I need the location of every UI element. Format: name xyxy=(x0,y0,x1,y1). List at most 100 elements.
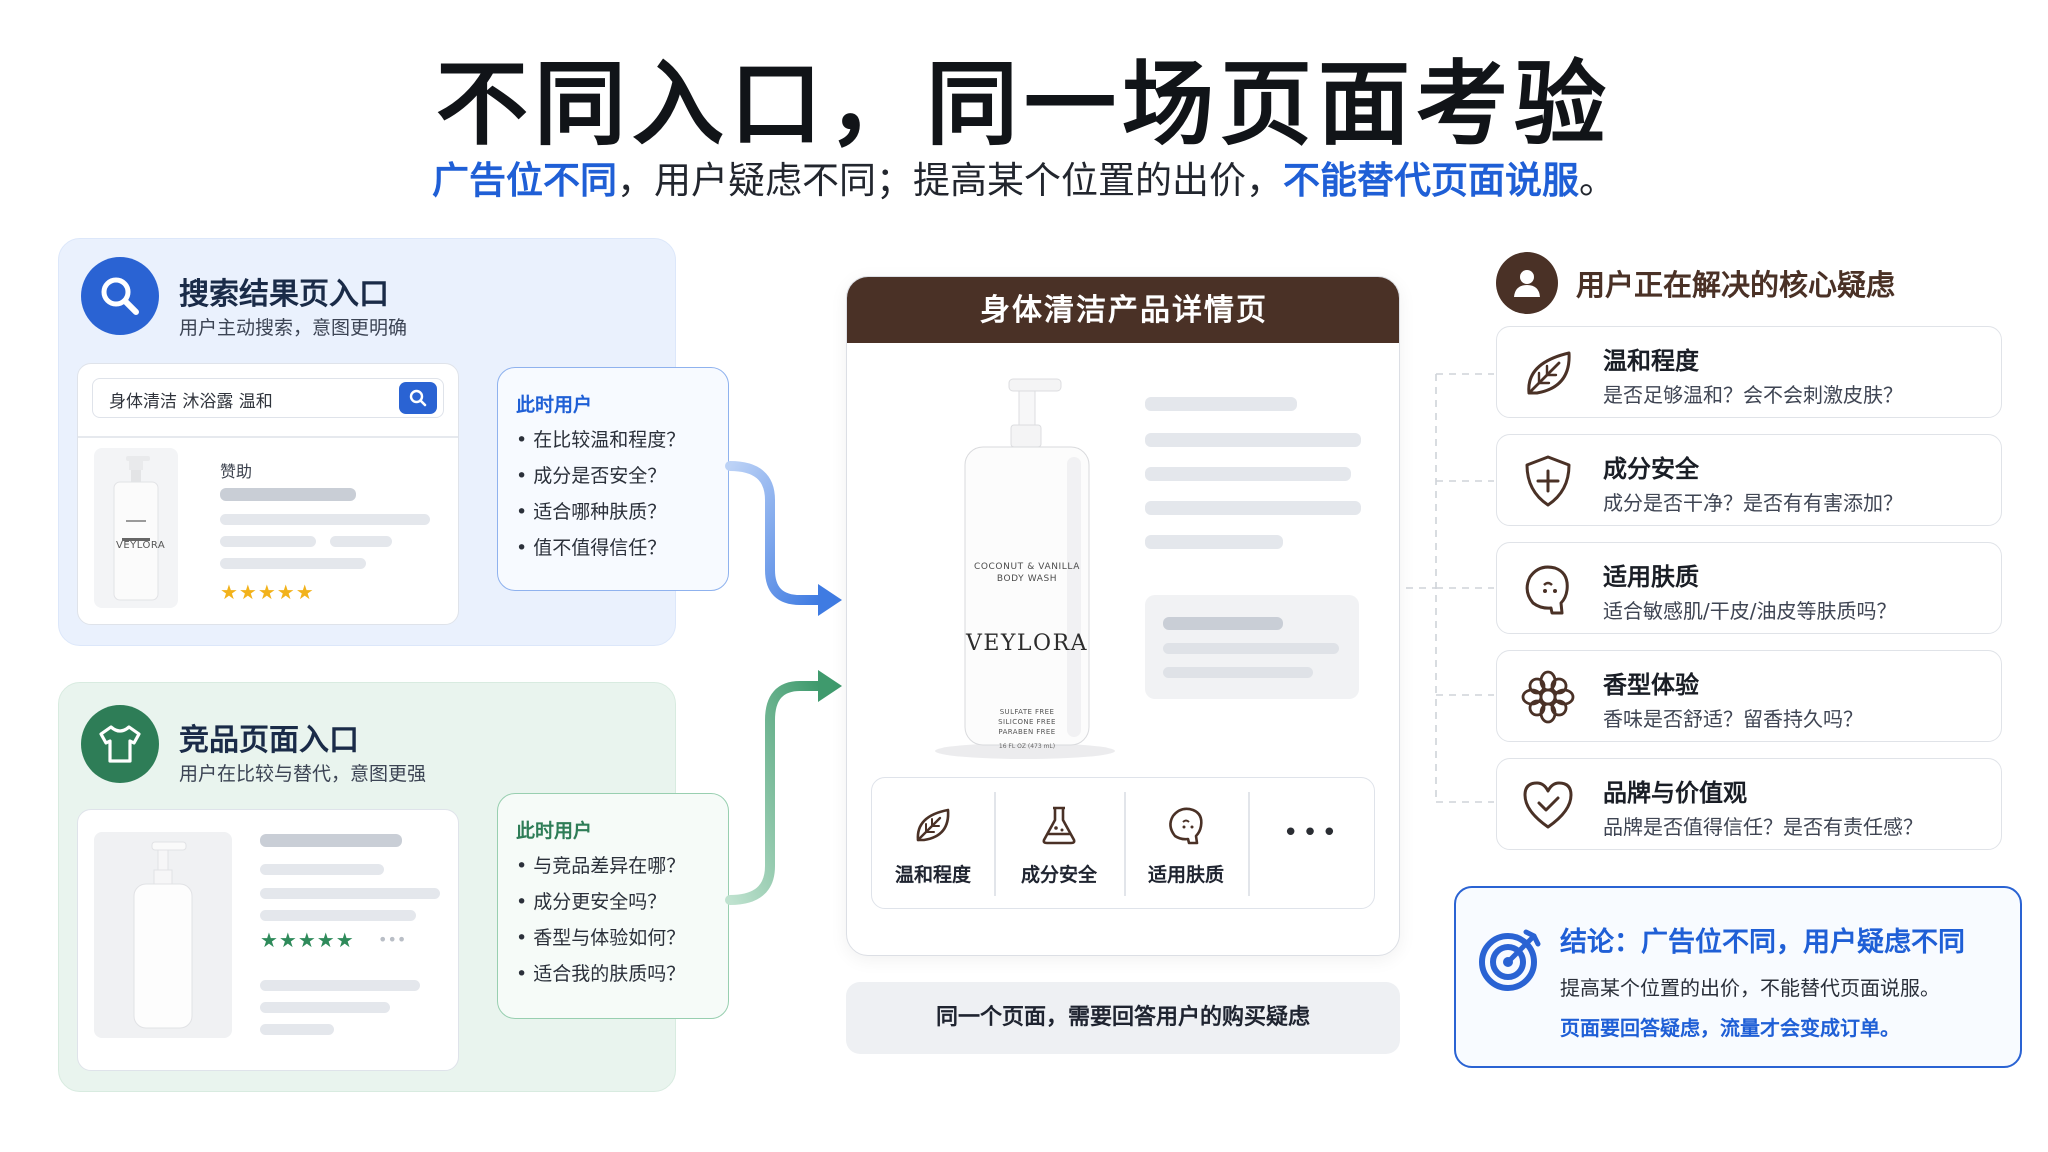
placeholder-line xyxy=(1163,617,1283,630)
concern-desc: 香味是否舒适？留香持久吗？ xyxy=(1603,707,1863,731)
center-caption: 同一个页面，需要回答用户的购买疑虑 xyxy=(846,982,1400,1054)
dashed-connectors xyxy=(1406,373,1494,803)
concerns-title: 用户正在解决的核心疑虑 xyxy=(1576,268,1896,302)
search-icon xyxy=(81,257,159,335)
concern-desc: 是否足够温和？会不会刺激皮肤？ xyxy=(1603,383,1903,407)
face-icon xyxy=(1169,807,1203,844)
bottle-free-2: SILICONE FREE xyxy=(998,718,1056,726)
placeholder-line xyxy=(260,888,440,899)
heart-icon xyxy=(1517,775,1579,835)
placeholder-line xyxy=(1145,433,1361,447)
shield-icon xyxy=(1517,451,1579,511)
user-icon xyxy=(1496,252,1558,314)
product-bottle[interactable]: COCONUT & VANILLA BODY WASH VEYLORA SULF… xyxy=(907,373,1137,763)
placeholder-line xyxy=(220,558,366,569)
search-entry-desc: 用户主动搜索，意图更明确 xyxy=(179,317,408,339)
bottle-free-1: SULFATE FREE xyxy=(999,708,1055,716)
placeholder-line xyxy=(220,488,356,501)
face-icon xyxy=(1517,559,1579,619)
note-title: 此时用户 xyxy=(516,820,593,842)
leaf-icon xyxy=(1517,343,1579,403)
feature-label: 温和程度 xyxy=(894,863,971,886)
placeholder-line xyxy=(1163,643,1339,654)
placeholder-line xyxy=(220,514,430,525)
search-button-icon xyxy=(409,389,427,407)
concern-title: 品牌与价值观 xyxy=(1603,779,1747,807)
blue-arrowhead xyxy=(818,584,842,616)
more-dots: ••• xyxy=(378,930,407,949)
more-icon: ••• xyxy=(1282,818,1341,848)
placeholder-line xyxy=(260,910,416,921)
concern-fragrance: 香型体验 香味是否舒适？留香持久吗？ xyxy=(1496,650,2002,742)
placeholder-line xyxy=(260,864,384,875)
placeholder-line xyxy=(1145,535,1283,549)
placeholder-line xyxy=(260,980,420,991)
concern-title: 温和程度 xyxy=(1603,347,1699,375)
placeholder-line xyxy=(260,834,402,847)
page-subtitle: 广告位不同，用户疑虑不同；提高某个位置的出价，不能替代页面说服。 xyxy=(0,150,2048,204)
placeholder-line xyxy=(260,1002,390,1013)
note-item: • 适合我的肤质吗？ xyxy=(516,963,686,985)
target-icon xyxy=(1476,926,1544,994)
feature-strip: 温和程度 成分安全 适用肤质 ••• xyxy=(871,777,1375,909)
concern-title: 成分安全 xyxy=(1603,455,1699,483)
blue-arrow-path xyxy=(725,461,825,605)
note-list: • 与竞品差异在哪？ • 成分更安全吗？ • 香型与体验如何？ • 适合我的肤质… xyxy=(516,848,685,992)
competitor-product-image[interactable] xyxy=(94,832,232,1038)
feature-more[interactable]: ••• xyxy=(1248,778,1376,910)
feature-skin-type[interactable]: 适用肤质 xyxy=(1124,778,1248,910)
conclusion-title: 结论：广告位不同，用户疑虑不同 xyxy=(1560,927,1965,958)
search-input[interactable]: 身体清洁 沐浴露 温和 xyxy=(92,378,444,418)
placeholder-line xyxy=(1145,501,1361,515)
competitor-user-note: 此时用户 • 与竞品差异在哪？ • 成分更安全吗？ • 香型与体验如何？ • 适… xyxy=(497,793,729,1019)
subtitle-end: 。 xyxy=(1579,159,1616,202)
concern-desc: 品牌是否值得信任？是否有责任感？ xyxy=(1603,815,1923,839)
search-user-note: 此时用户 • 在比较温和程度？ • 成分是否安全？ • 适合哪种肤质？ • 值不… xyxy=(497,367,729,591)
note-list: • 在比较温和程度？ • 成分是否安全？ • 适合哪种肤质？ • 值不值得信任？ xyxy=(516,422,685,566)
subtitle-highlight-1: 广告位不同 xyxy=(432,159,617,202)
search-button[interactable] xyxy=(399,382,437,414)
concern-desc: 成分是否干净？是否有有害添加？ xyxy=(1603,491,1903,515)
competitor-star-rating: ★★★★★ xyxy=(260,928,355,952)
sponsored-label: 赞助 xyxy=(220,462,253,481)
divider xyxy=(994,792,996,896)
bottle-image-icon xyxy=(133,841,193,1029)
placeholder-line xyxy=(220,536,316,547)
note-item: • 与竞品差异在哪？ xyxy=(516,855,686,877)
bottle-line-1: COCONUT & VANILLA xyxy=(973,562,1080,572)
bottle-brand: VEYLORA xyxy=(965,631,1089,656)
note-item: • 香型与体验如何？ xyxy=(516,927,686,949)
search-entry-title: 搜索结果页入口 xyxy=(179,277,389,312)
concern-title: 香型体验 xyxy=(1603,671,1699,699)
subtitle-middle: ，用户疑虑不同；提高某个位置的出价， xyxy=(617,159,1283,202)
placeholder-block xyxy=(1145,595,1359,699)
competitor-entry-title: 竞品页面入口 xyxy=(179,723,359,758)
feature-label: 适用肤质 xyxy=(1147,863,1224,886)
tshirt-icon xyxy=(81,705,159,783)
placeholder-line xyxy=(1145,467,1351,481)
flower-icon xyxy=(1517,667,1579,727)
conclusion-line-1: 提高某个位置的出价，不能替代页面说服。 xyxy=(1560,976,1940,1000)
search-entry-panel: 搜索结果页入口 用户主动搜索，意图更明确 身体清洁 沐浴露 温和 VEYLORA… xyxy=(58,238,729,646)
bottle-free-3: PARABEN FREE xyxy=(998,728,1056,736)
product-detail-page: 身体清洁产品详情页 COCONUT & VANILLA BODY WASH VE… xyxy=(846,276,1400,956)
note-item: • 在比较温和程度？ xyxy=(516,429,686,451)
note-item: • 值不值得信任？ xyxy=(516,537,667,559)
bottle-line-2: BODY WASH xyxy=(996,574,1058,584)
concern-ingredient-safety: 成分安全 成分是否干净？是否有有害添加？ xyxy=(1496,434,2002,526)
divider xyxy=(1124,792,1126,896)
subtitle-highlight-2: 不能替代页面说服 xyxy=(1283,159,1579,202)
product-page-header: 身体清洁产品详情页 xyxy=(847,277,1399,343)
concern-skin-type: 适用肤质 适合敏感肌/干皮/油皮等肤质吗？ xyxy=(1496,542,2002,634)
product-thumbnail[interactable]: VEYLORA xyxy=(94,448,178,608)
placeholder-line xyxy=(330,536,392,547)
feature-ingredient-safety[interactable]: 成分安全 xyxy=(994,778,1124,910)
conclusion-box: 结论：广告位不同，用户疑虑不同 提高某个位置的出价，不能替代页面说服。 页面要回… xyxy=(1454,886,2022,1068)
placeholder-line xyxy=(1145,397,1297,411)
concern-title: 适用肤质 xyxy=(1603,563,1699,591)
feature-gentleness[interactable]: 温和程度 xyxy=(872,778,994,910)
thumbnail-brand: VEYLORA xyxy=(116,540,166,551)
concern-gentleness: 温和程度 是否足够温和？会不会刺激皮肤？ xyxy=(1496,326,2002,418)
divider xyxy=(1248,792,1250,896)
